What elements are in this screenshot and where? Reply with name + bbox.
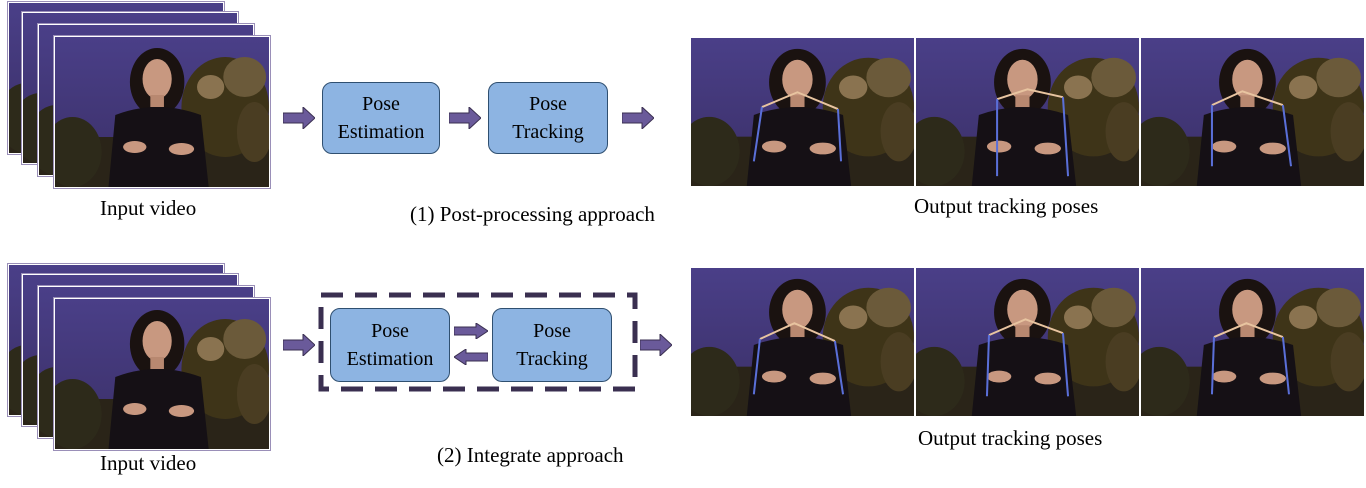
pose-skeleton (996, 88, 1070, 177)
box-label-line: Estimation (346, 348, 434, 370)
pose-tracking-box: Pose Tracking (492, 308, 612, 382)
box-label-line: Tracking (516, 348, 588, 370)
video-frame (54, 298, 270, 450)
integrate-approach-caption: (2) Integrate approach (437, 443, 624, 467)
video-frame (54, 36, 270, 188)
pose-skeleton (752, 91, 843, 162)
pose-tracking-box: Pose Tracking (488, 82, 608, 154)
output-frame (691, 268, 914, 416)
input-video-label: Input video (100, 451, 197, 475)
output-frame (1141, 268, 1364, 416)
output-frame (916, 268, 1139, 416)
output-frames-strip-2 (691, 268, 1364, 416)
right-arrow-icon (283, 107, 315, 129)
left-arrow-icon (454, 349, 488, 365)
pose-skeleton (1210, 322, 1290, 395)
pose-estimation-box: Pose Estimation (322, 82, 440, 154)
output-frames-strip-1 (691, 38, 1364, 186)
right-arrow-icon (283, 334, 315, 356)
box-label-line: Estimation (337, 121, 425, 143)
pose-skeleton (1210, 90, 1293, 167)
box-label-line: Pose (533, 320, 571, 342)
right-arrow-icon (622, 107, 654, 129)
box-label-line: Pose (529, 93, 567, 115)
output-frame (1141, 38, 1364, 186)
integrated-module-dashed-border (318, 292, 638, 392)
output-frame (691, 38, 914, 186)
right-arrow-icon (454, 323, 488, 339)
pose-skeleton (752, 322, 845, 395)
output-tracking-poses-label: Output tracking poses (918, 426, 1103, 450)
box-label-line: Pose (371, 320, 409, 342)
output-tracking-poses-label: Output tracking poses (914, 194, 1099, 218)
pose-skeleton (985, 318, 1070, 397)
right-arrow-icon (640, 334, 672, 356)
output-frame (916, 38, 1139, 186)
box-label-line: Tracking (512, 121, 584, 143)
box-label-line: Pose (362, 93, 400, 115)
input-video-label: Input video (100, 196, 197, 220)
pose-estimation-box: Pose Estimation (330, 308, 450, 382)
right-arrow-icon (449, 107, 481, 129)
post-processing-caption: (1) Post-processing approach (410, 202, 655, 226)
